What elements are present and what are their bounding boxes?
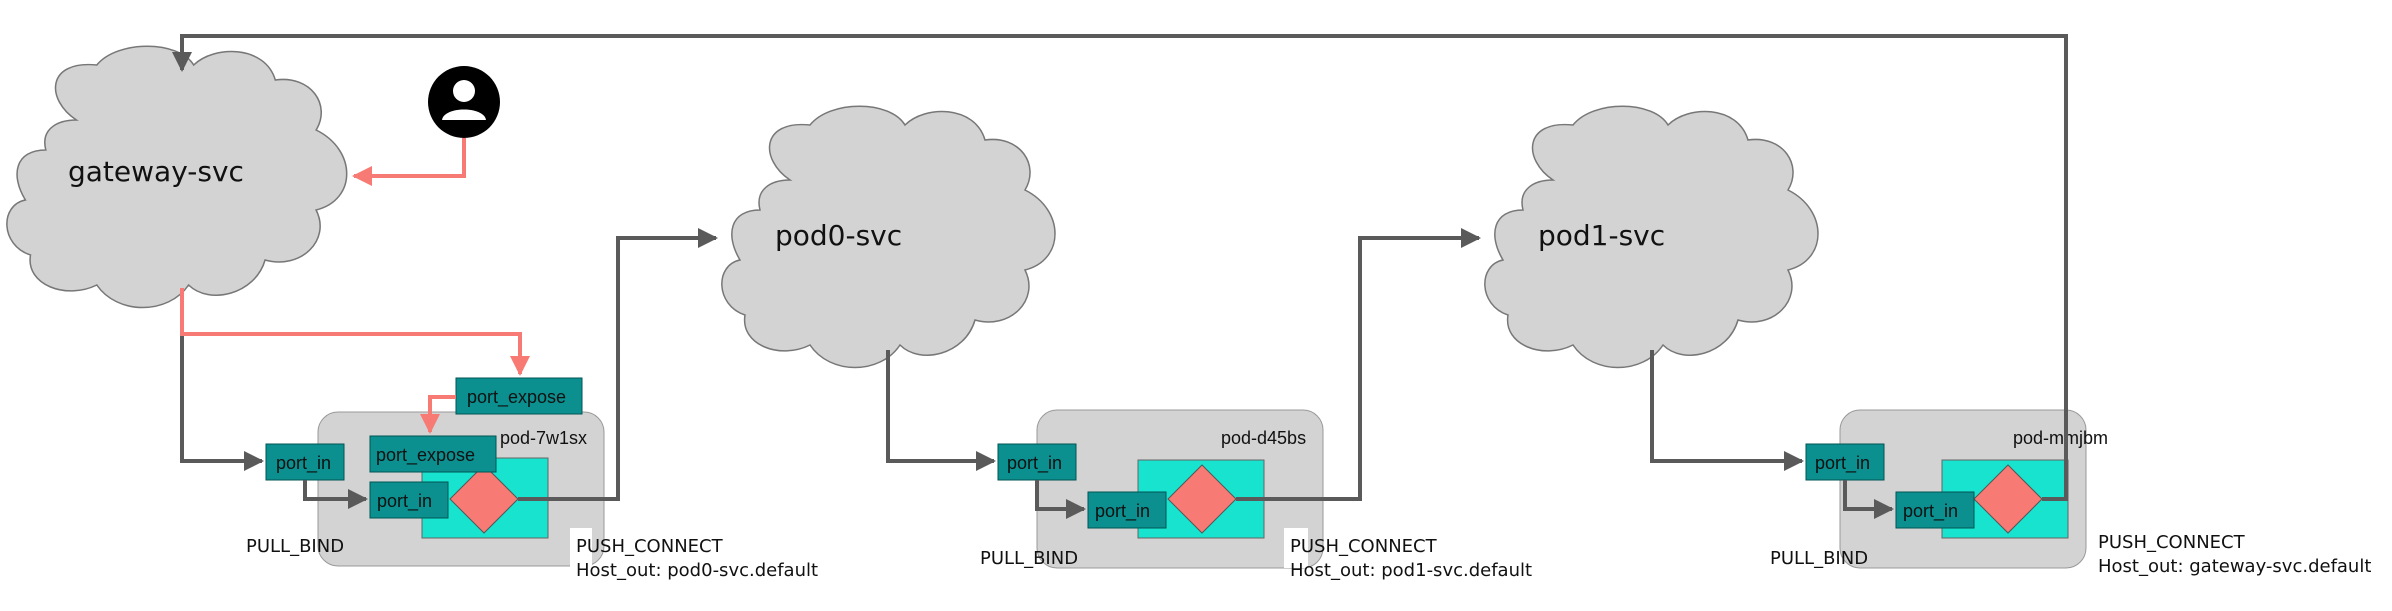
inner-port-in-label: port_in	[1903, 501, 1958, 522]
flow-connectors	[172, 34, 2068, 519]
pod1-to-pod1-svc	[1236, 228, 1481, 501]
inner-port-in-label: port_in	[1095, 501, 1150, 522]
pod0-svc-to-pod1-port-in	[886, 350, 996, 471]
inner-port-in-label: port_in	[377, 491, 432, 512]
pod-7w1sx: pod-7w1sx port_expose port_expose port_i…	[265, 377, 605, 567]
pod-mmjbm-host-out: Host_out: gateway-svc.default	[2098, 556, 2371, 577]
gateway-to-port-expose	[180, 288, 530, 376]
pod-mmjbm-pull-mode: PULL_BIND	[1770, 548, 1868, 569]
pod-d45bs-host-out: Host_out: pod1-svc.default	[1290, 560, 1532, 581]
pod-7w1sx-pull-mode: PULL_BIND	[246, 536, 344, 557]
pod-7w1sx-host-out: Host_out: pod0-svc.default	[576, 560, 818, 581]
port-in-label: port_in	[1007, 453, 1062, 474]
inner-port-expose-label: port_expose	[376, 445, 475, 466]
expose-connectors	[180, 138, 530, 434]
pod1-port-in-to-inner	[1035, 480, 1086, 519]
port-in-label: port_in	[276, 453, 331, 474]
user-icon	[428, 66, 500, 138]
pod2-to-gateway-return	[172, 34, 2068, 501]
pod0-svc-cloud: pod0-svc	[721, 105, 1056, 369]
pod2-port-in-to-inner	[1843, 480, 1894, 519]
pod-mmjbm: pod-mmjbm port_in port_in	[1805, 409, 2108, 569]
pod-d45bs-pull-mode: PULL_BIND	[980, 548, 1078, 569]
pod-7w1sx-push-mode: PUSH_CONNECT	[576, 536, 724, 557]
pod-mmjbm-push-mode: PUSH_CONNECT	[2098, 532, 2246, 553]
pod-name: pod-7w1sx	[500, 428, 587, 448]
user-to-gateway	[352, 138, 466, 186]
pod-name: pod-mmjbm	[2013, 428, 2108, 448]
pod0-svc-label: pod0-svc	[775, 219, 902, 252]
port-in-label: port_in	[1815, 453, 1870, 474]
pod0-port-in-to-inner	[303, 480, 368, 509]
port-expose-to-inner	[420, 395, 456, 434]
pod-name: pod-d45bs	[1221, 428, 1306, 448]
outer-port-expose-label: port_expose	[467, 387, 566, 408]
pod-mmjbm-processor	[1973, 464, 2043, 534]
pod-d45bs-push-mode: PUSH_CONNECT	[1290, 536, 1438, 557]
gateway-svc-cloud: gateway-svc	[6, 45, 348, 309]
pod1-svc-label: pod1-svc	[1538, 219, 1665, 252]
pod1-svc-to-pod2-port-in	[1650, 350, 1804, 471]
pod-7w1sx-processor	[449, 464, 519, 534]
gateway-to-pod0-port-in	[180, 288, 264, 471]
pod-d45bs-processor	[1167, 464, 1237, 534]
pod0-to-pod0-svc	[518, 228, 718, 501]
pod1-svc-cloud: pod1-svc	[1484, 105, 1819, 369]
pod-d45bs: pod-d45bs port_in port_in	[997, 409, 1324, 569]
gateway-svc-label: gateway-svc	[68, 155, 244, 188]
